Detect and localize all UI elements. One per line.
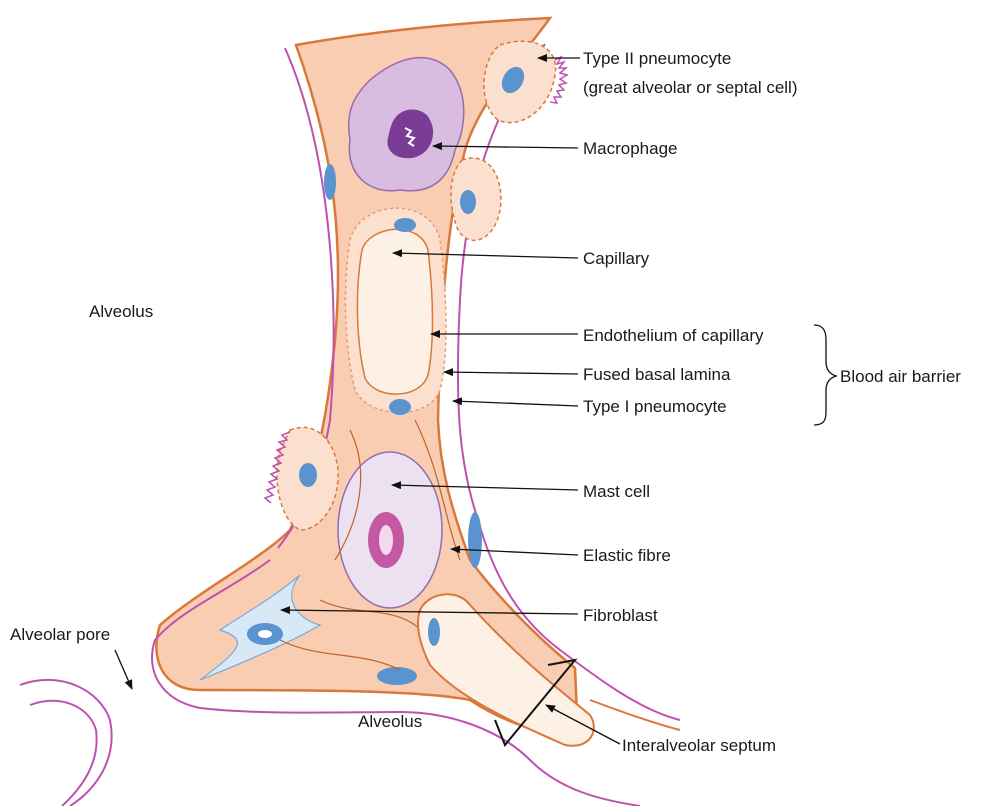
endothelial-nucleus-top-icon	[394, 218, 416, 232]
mast-cell-nucleus-core	[379, 525, 393, 555]
type2-nucleus-mid-icon	[460, 190, 476, 214]
type1-nucleus-icon	[324, 164, 336, 200]
label-fibroblast: Fibroblast	[583, 606, 658, 625]
label-interalveolar-septum: Interalveolar septum	[622, 736, 776, 755]
blood-air-barrier-brace	[814, 325, 836, 425]
label-endothelium: Endothelium of capillary	[583, 326, 764, 345]
label-mast-cell: Mast cell	[583, 482, 650, 501]
label-type2-line1: Type II pneumocyte	[583, 49, 731, 68]
label-type1: Type I pneumocyte	[583, 397, 727, 416]
label-elastic-fibre: Elastic fibre	[583, 546, 671, 565]
label-blood-air-barrier: Blood air barrier	[840, 367, 961, 386]
label-alveolar-pore: Alveolar pore	[10, 625, 110, 644]
fibroblast-nucleus-core	[258, 630, 272, 638]
label-alveolus-bottom: Alveolus	[358, 712, 422, 731]
leader-basal-lamina	[444, 372, 578, 374]
label-capillary: Capillary	[583, 249, 650, 268]
type1-nucleus-right-icon	[468, 512, 482, 568]
capillary-lower-nucleus-icon	[428, 618, 440, 646]
endothelial-nucleus-bottom-icon	[389, 399, 411, 415]
type1-nucleus-bottom-icon	[377, 667, 417, 685]
alveolar-pore-rim-inner	[30, 701, 97, 806]
leader-type1	[453, 401, 578, 406]
type2-pneumocyte-mid	[451, 158, 501, 240]
label-alveolus-left: Alveolus	[89, 302, 153, 321]
alveolar-pore-rim-outer	[20, 680, 112, 806]
label-type2-line2: (great alveolar or septal cell)	[583, 78, 797, 97]
leader-alveolar-pore	[115, 650, 132, 689]
label-macrophage: Macrophage	[583, 139, 678, 158]
type2-nucleus-left-icon	[299, 463, 317, 487]
label-basal-lamina: Fused basal lamina	[583, 365, 731, 384]
